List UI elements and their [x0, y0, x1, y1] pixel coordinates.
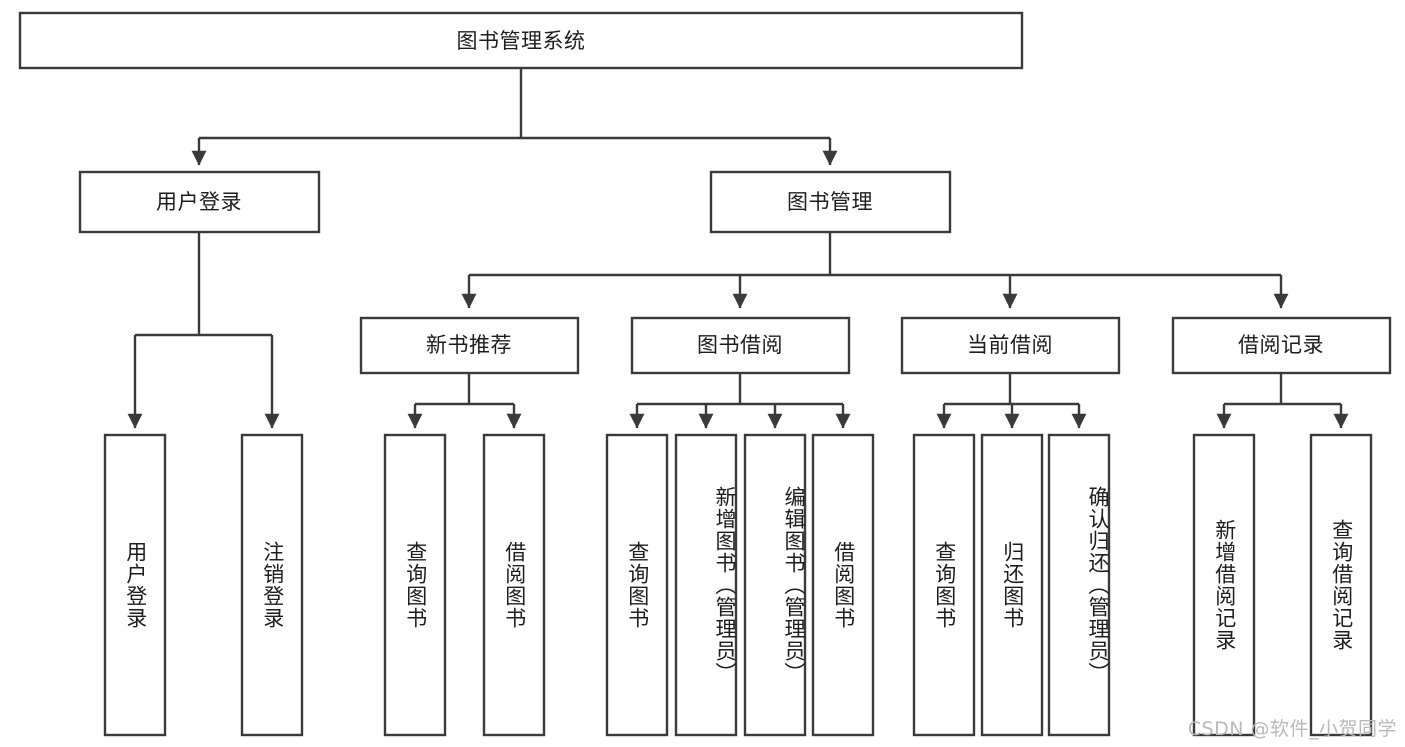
- leaf-box-user-login-2[interactable]: [240, 433, 304, 737]
- node-book-management-box[interactable]: [709, 170, 952, 234]
- leaf-box-borrow-record-2[interactable]: [1309, 433, 1373, 737]
- node-user-login-label: 用户登录: [156, 190, 242, 214]
- node-borrow-record[interactable]: 借阅记录: [1171, 316, 1392, 375]
- node-user-login[interactable]: 用户登录: [78, 170, 321, 234]
- csdn-watermark: CSDN @软件_小贺同学: [1187, 718, 1397, 740]
- leaf-box-current-borrow-2[interactable]: [980, 433, 1044, 737]
- leaf-box-new-book-1[interactable]: [383, 433, 447, 737]
- leaf-box-current-borrow-1[interactable]: [912, 433, 976, 737]
- node-book-management-label: 图书管理: [787, 190, 873, 214]
- node-book-borrow-box[interactable]: [630, 316, 851, 375]
- node-book-borrow[interactable]: 图书借阅: [630, 316, 851, 375]
- node-current-borrow-label: 当前借阅: [967, 333, 1053, 357]
- leaf-box-user-login-1[interactable]: [103, 433, 167, 737]
- node-root[interactable]: 图书管理系统: [18, 11, 1024, 70]
- node-borrow-record-box[interactable]: [1171, 316, 1392, 375]
- leaf-box-book-borrow-2[interactable]: [674, 433, 738, 737]
- leaf-box-current-borrow-3[interactable]: [1047, 433, 1111, 737]
- connector-root-to-level1: [191, 68, 838, 166]
- node-root-label: 图书管理系统: [457, 29, 586, 53]
- node-user-login-box[interactable]: [78, 170, 321, 234]
- node-current-borrow[interactable]: 当前借阅: [900, 316, 1121, 375]
- leaf-box-borrow-record-1[interactable]: [1192, 433, 1256, 737]
- leaf-box-new-book-2[interactable]: [482, 433, 546, 737]
- leaf-box-book-borrow-4[interactable]: [811, 433, 875, 737]
- leaf-box-book-borrow-1[interactable]: [605, 433, 669, 737]
- connector-newbook-to-leaves: [407, 373, 522, 429]
- connector-borrowrecord-to-leaves: [1216, 373, 1349, 429]
- node-new-book-recommend[interactable]: 新书推荐: [359, 316, 580, 375]
- node-borrow-record-label: 借阅记录: [1238, 333, 1324, 357]
- connector-bookborrow-to-leaves: [629, 373, 851, 429]
- leaf-box-book-borrow-3[interactable]: [743, 433, 807, 737]
- connector-userlogin-to-leaves: [127, 232, 280, 429]
- node-new-book-recommend-box[interactable]: [359, 316, 580, 375]
- node-root-box[interactable]: [18, 11, 1024, 70]
- node-book-borrow-label: 图书借阅: [697, 333, 783, 357]
- node-book-management[interactable]: 图书管理: [709, 170, 952, 234]
- connector-bookmgmt-to-level2: [461, 232, 1289, 309]
- node-current-borrow-box[interactable]: [900, 316, 1121, 375]
- connector-currentborrow-to-leaves: [936, 373, 1087, 429]
- node-new-book-recommend-label: 新书推荐: [426, 333, 512, 357]
